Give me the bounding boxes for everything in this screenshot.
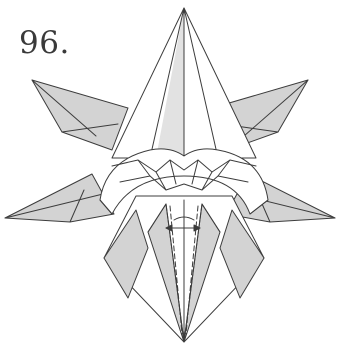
left-upper-point [32,80,128,150]
bottom-point [104,196,264,342]
top-point [112,8,256,158]
left-lower-point [5,174,114,222]
